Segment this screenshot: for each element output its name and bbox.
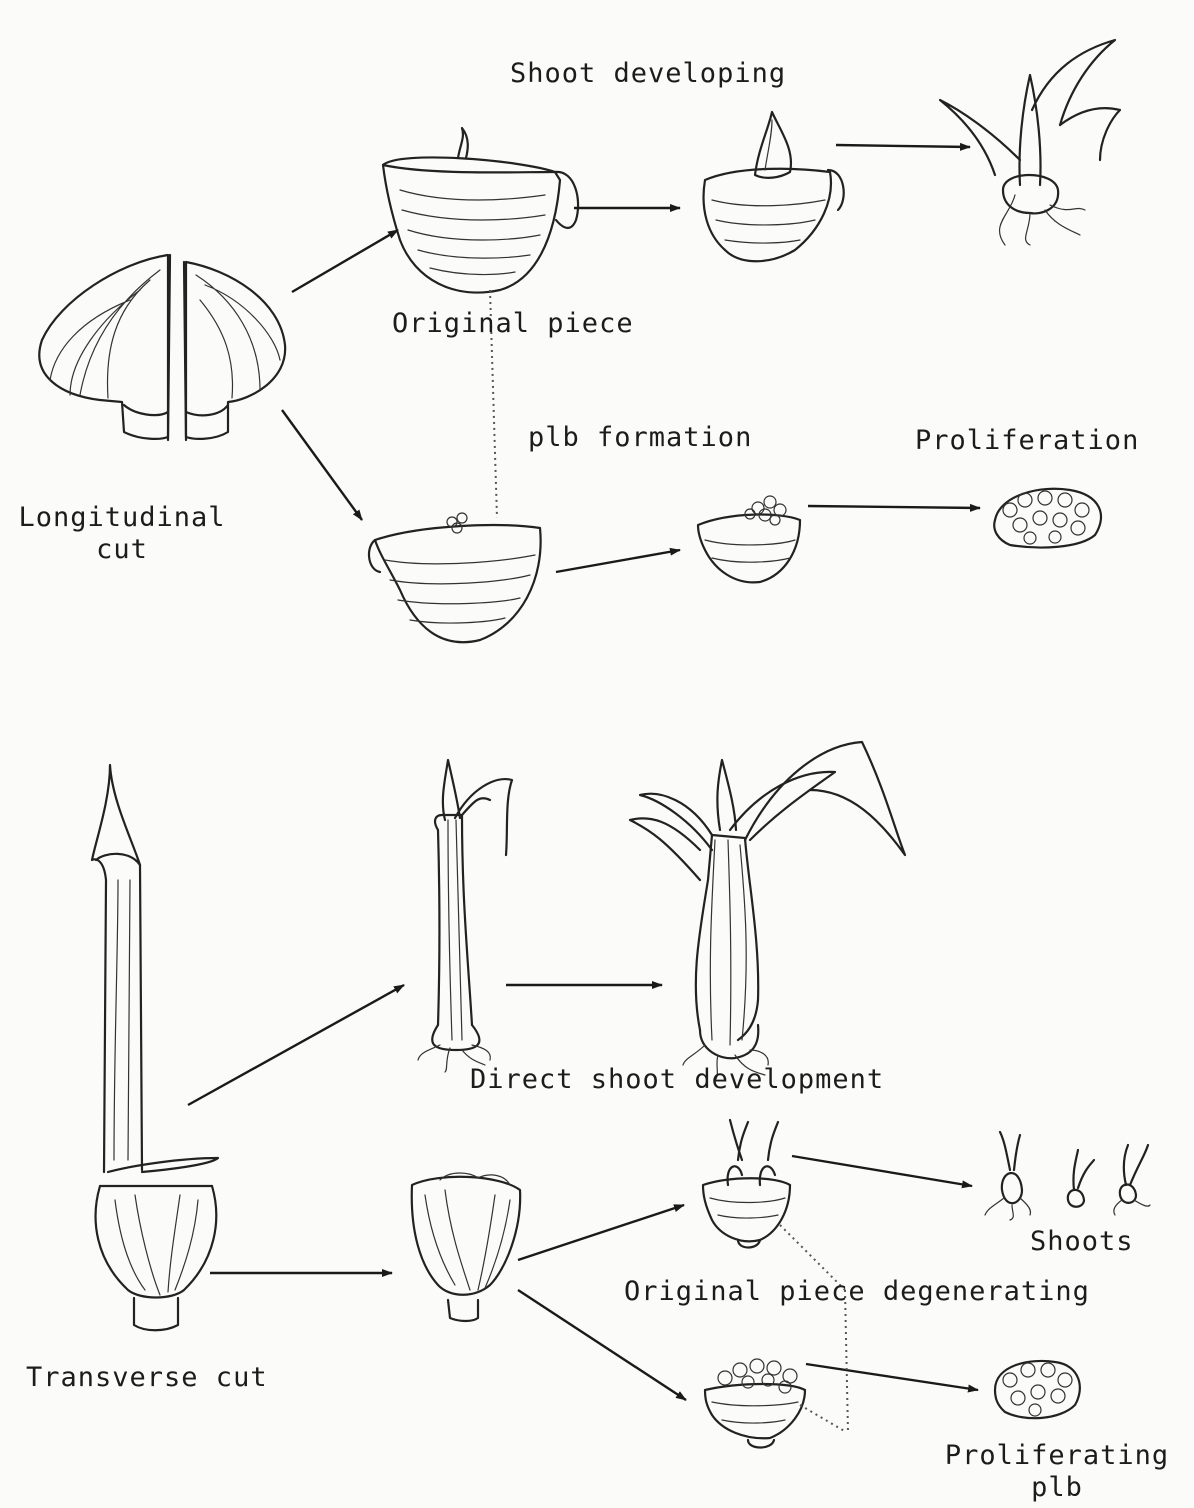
label-proliferating-plb: Proliferating plb: [930, 1440, 1184, 1504]
dotted-link-bottom-vertical: [845, 1290, 848, 1432]
label-plb-formation: plb formation: [528, 422, 752, 454]
label-longitudinal-cut-line1: Longitudinal: [6, 502, 238, 534]
label-direct-shoot-development: Direct shoot development: [470, 1064, 884, 1096]
arrow-to-plb-formation: [556, 550, 680, 572]
shoot-developing-bulb: [704, 112, 844, 261]
original-piece-plb-formation: [369, 513, 541, 642]
proliferation-cluster: [994, 489, 1101, 548]
label-shoots: Shoots: [1030, 1226, 1134, 1258]
transverse-cut-stem: [92, 765, 218, 1172]
label-longitudinal-cut-line2: cut: [6, 534, 238, 566]
original-piece-top: [383, 128, 578, 293]
shoots-group: [985, 1132, 1150, 1220]
shoots-on-degenerating-piece: [703, 1120, 790, 1248]
label-proliferation: Proliferation: [915, 425, 1139, 457]
transverse-cut-base: [96, 1186, 217, 1330]
arrow-to-plb-piece: [282, 410, 362, 520]
label-transverse-cut: Transverse cut: [26, 1362, 268, 1394]
label-original-piece-degenerating: Original piece degenerating: [624, 1276, 1090, 1308]
plb-formation-piece: [698, 496, 800, 582]
arrow-to-plantlet: [836, 145, 970, 147]
longitudinal-cut-bulb: [39, 255, 285, 440]
label-original-piece: Original piece: [392, 308, 634, 340]
label-proliferating-plb-line2: plb: [930, 1472, 1184, 1504]
arrow-to-proliferating-plb: [806, 1364, 978, 1390]
arrow-to-shoot-piece: [518, 1205, 684, 1260]
proliferating-plb-cluster: [995, 1361, 1080, 1418]
arrow-to-original-piece: [292, 230, 398, 292]
label-longitudinal-cut: Longitudinal cut: [6, 502, 238, 566]
direct-shoot-small: [418, 760, 512, 1072]
plantlet-top-right: [940, 40, 1120, 245]
dotted-link-bottom-plb: [800, 1405, 846, 1432]
label-shoot-developing: Shoot developing: [510, 58, 786, 90]
label-proliferating-plb-line1: Proliferating: [930, 1440, 1184, 1472]
arrow-to-shoots: [792, 1156, 972, 1186]
transverse-cut-piece: [412, 1173, 520, 1321]
arrow-to-proliferation: [808, 506, 980, 508]
direct-shoot-large: [630, 742, 905, 1080]
proliferating-plb-piece: [705, 1359, 805, 1448]
arrow-to-direct-shoot: [188, 985, 404, 1105]
